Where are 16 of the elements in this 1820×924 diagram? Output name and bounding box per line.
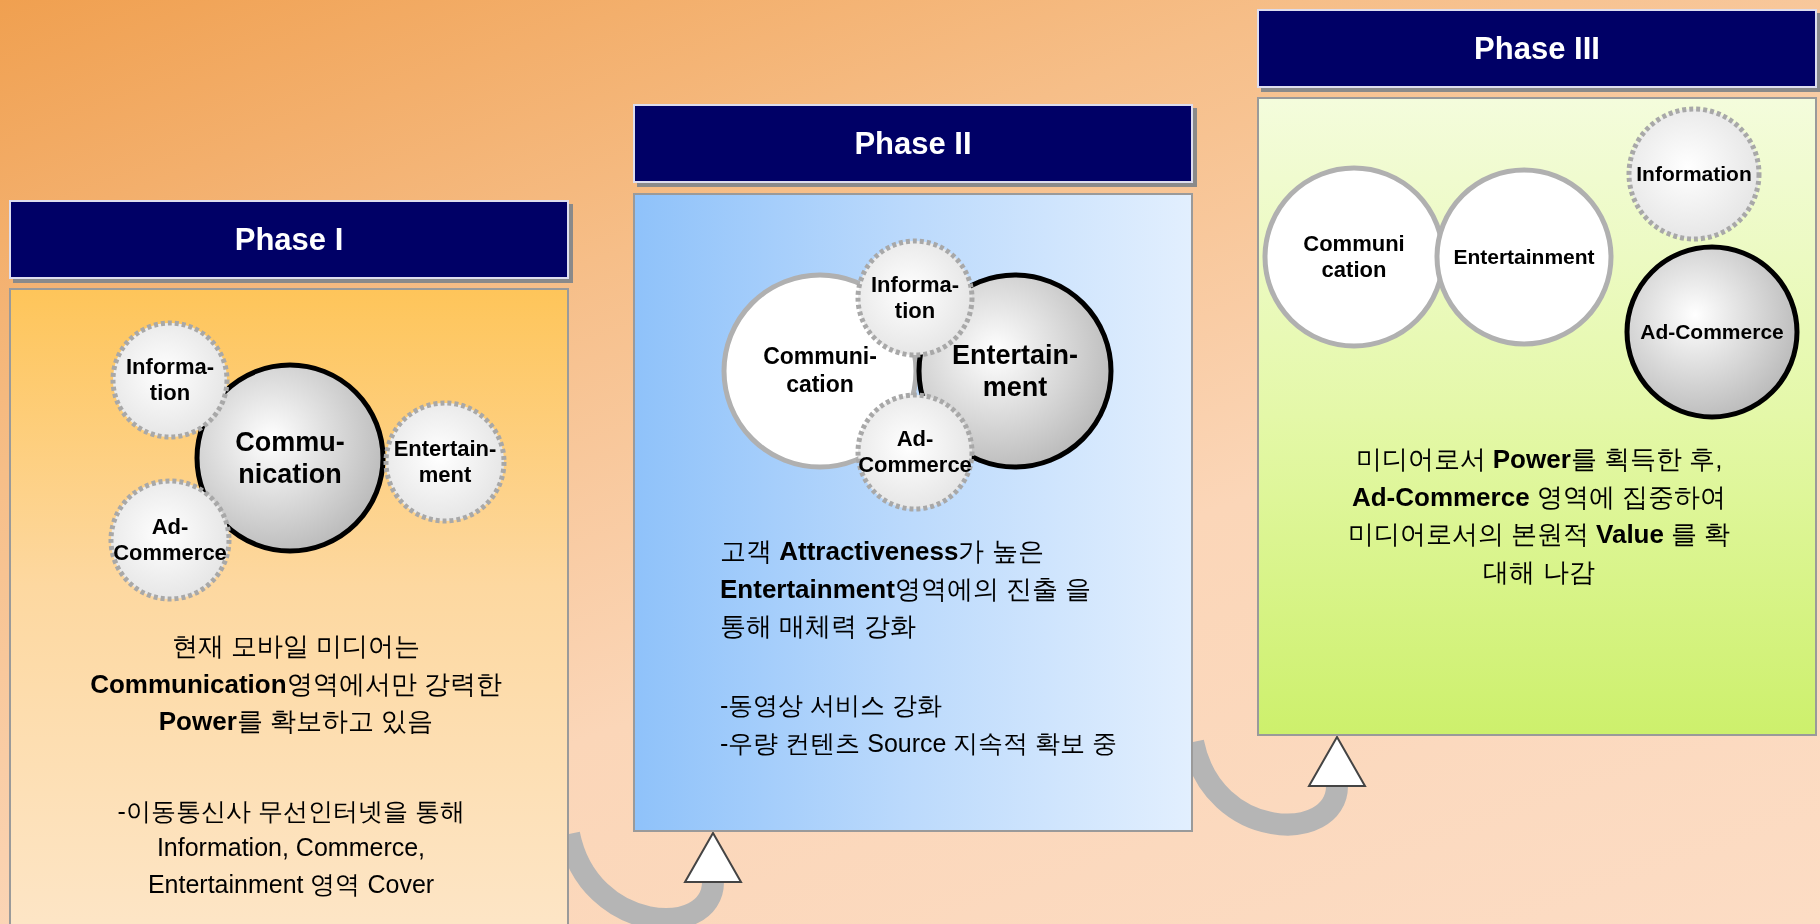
phase-panel [1257,97,1817,736]
phase-panel [633,193,1193,832]
topic-circle: Ad- Commerce [108,478,232,602]
panel-text: 고객 Attractiveness가 높은 Entertainment영역에의 진출 을 통해 매체력 강화 [720,535,1093,644]
topic-circle: Entertainment [1434,167,1614,347]
panel-text: -동영상 서비스 강화 [720,690,944,721]
phase-panel [9,288,569,924]
topic-circle: Entertain- ment [383,400,507,524]
topic-circle: Informa- tion [110,320,230,440]
panel-text: -우량 컨텐츠 Source 지속적 확보 중 [720,728,1119,759]
topic-circle: Ad-Commerce [1624,244,1800,420]
topic-circle: Information [1626,106,1762,242]
topic-circle: Ad- Commerce [855,392,975,512]
panel-text: -이동통신사 무선인터넷을 통해 Information, Commerce, Entertainment 영역 Cover [116,796,466,900]
panel-text: 미디어로서 Power를 획득한 후, Ad-Commerce 영역에 집중하여 미디어로서의 본원적 Value 를 확대해 나감 [1346,443,1732,590]
panel-text: 현재 모바일 미디어는 Communication영역에서만 강력한 Power를 확보하고 있음 [89,630,503,739]
